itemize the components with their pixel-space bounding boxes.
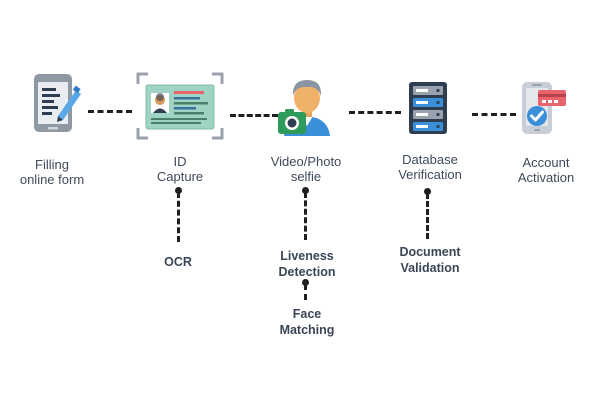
step-label-database-verification: Database Verification xyxy=(398,152,462,182)
connector-dot-liveness xyxy=(302,187,309,194)
phone-check-icon xyxy=(522,82,566,134)
step-label-filling-online-form: Filling online form xyxy=(19,157,85,187)
substep-ocr: OCR xyxy=(164,255,192,269)
substep-face-matching: Face Matching xyxy=(279,307,335,337)
connector-liveness-face xyxy=(304,284,307,300)
substep-document-validation: Document Validation xyxy=(399,245,461,275)
connector-id-ocr xyxy=(177,192,180,242)
connector-dot-ocr xyxy=(175,187,182,194)
form-icon xyxy=(34,74,81,132)
substep-liveness-detection: Liveness Detection xyxy=(278,249,336,279)
id-card-icon xyxy=(136,72,224,140)
selfie-icon xyxy=(278,80,330,136)
connector-database-activation xyxy=(472,113,516,116)
connector-dot-face xyxy=(302,279,309,286)
connector-database-document xyxy=(426,193,429,239)
connector-id-selfie xyxy=(230,114,278,117)
database-icon xyxy=(409,82,447,134)
connector-selfie-liveness xyxy=(304,192,307,240)
connector-dot-document xyxy=(424,188,431,195)
step-label-video-photo-selfie: Video/Photo selfie xyxy=(270,154,342,184)
step-label-id-capture: ID Capture xyxy=(156,154,204,184)
connector-form-id xyxy=(88,110,132,113)
step-label-account-activation: Account Activation xyxy=(517,155,575,185)
connector-selfie-database xyxy=(349,111,401,114)
